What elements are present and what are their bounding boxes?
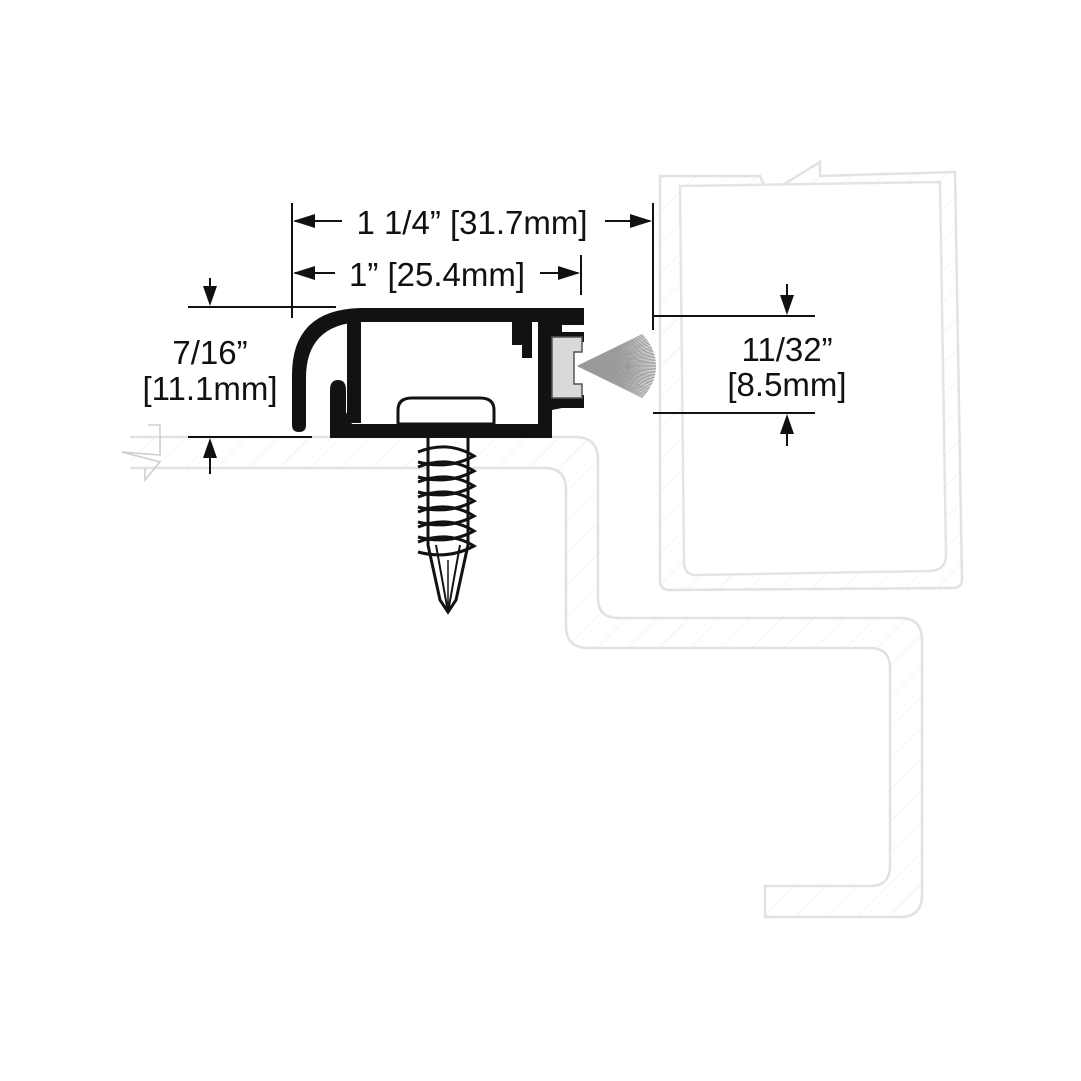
screw-thread [417,475,478,497]
ghost-frame [121,159,964,919]
screw-thread [417,490,478,512]
self-drilling-screw-icon [417,438,478,615]
height-metric-label: [11.1mm] [142,370,277,407]
dimension-lines [188,203,815,474]
profile-hook [330,380,352,425]
profile-right-wall [538,322,584,438]
aluminum-profile [292,308,584,438]
arrow-head-icon [630,214,652,228]
brush-bristle [577,365,643,399]
profile-inner-wall [347,322,361,423]
profile-base [330,424,552,438]
screw-thread [417,445,478,467]
base-width-label: 1” [25.4mm] [349,256,525,293]
screw-thread [417,505,478,527]
arrow-head-icon [780,295,794,315]
brush-carrier-insert [551,336,583,399]
profile-inner-notch [512,322,532,358]
profile-top-lip [292,308,584,432]
screw-thread [417,535,478,557]
arrow-head-icon [203,438,217,458]
arrow-head-icon [558,266,580,280]
screw-head [396,396,496,426]
door-panel-inner [678,180,948,577]
screw-thread [417,460,478,482]
arrow-head-icon [203,286,217,306]
height-imperial-label: 7/16” [172,334,247,371]
arrow-head-icon [293,214,315,228]
brush-seal-icon [577,333,657,399]
arrow-head-icon [293,266,315,280]
substrate-outline [130,435,924,919]
brush-imperial-label: 11/32” [741,331,832,368]
screw-thread [417,520,478,542]
brush-metric-label: [8.5mm] [727,366,846,403]
arrow-head-icon [780,414,794,434]
break-line [121,424,162,483]
overall-width-label: 1 1/4” [31.7mm] [356,204,587,241]
dimension-labels: 1 1/4” [31.7mm] 1” [25.4mm] 7/16” [11.1m… [142,204,846,407]
